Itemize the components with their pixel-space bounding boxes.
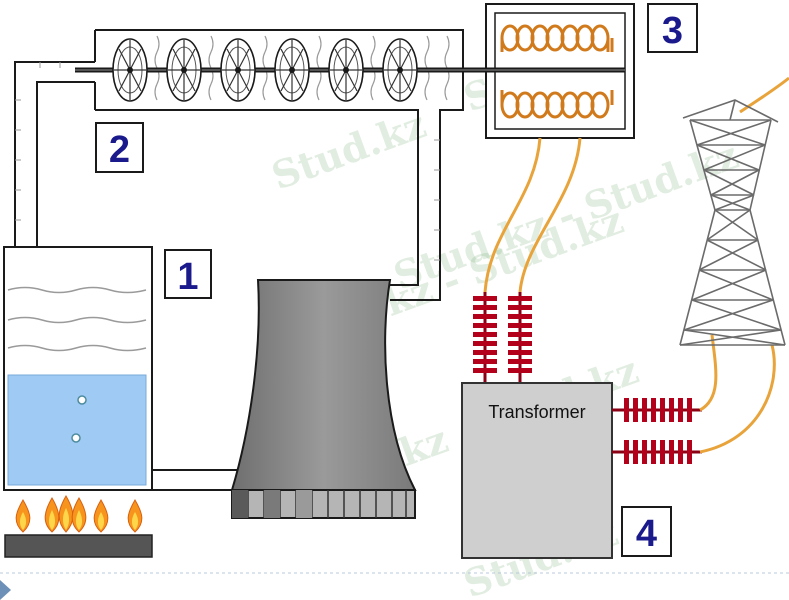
burner-base	[4, 534, 153, 558]
boiler	[3, 246, 153, 491]
generator-number-label: 3	[647, 3, 698, 53]
turbine-fan-icon	[112, 38, 148, 102]
transformer-label: Transformer	[488, 402, 585, 422]
transformer: Transformer	[461, 382, 613, 559]
transmission-tower	[679, 99, 786, 346]
turbine-fan-icon	[328, 38, 364, 102]
play-arrow-icon[interactable]	[0, 580, 11, 600]
turbine	[94, 29, 464, 301]
cooling-tower-base	[231, 489, 416, 519]
watermark-text: Stud.kz	[266, 101, 432, 198]
transmission-wires	[699, 76, 789, 454]
turbine-fan-icon	[166, 38, 202, 102]
generator-bottom-coil	[500, 90, 614, 119]
boiler-water	[7, 374, 147, 486]
insulator-icon	[612, 398, 702, 422]
transformer-number: 4	[636, 513, 657, 555]
steam-bubble	[77, 395, 87, 405]
turbine-fan-icon	[220, 38, 256, 102]
steam-bubble	[71, 433, 81, 443]
turbine-blades	[112, 38, 418, 102]
boiler-number: 1	[177, 256, 198, 298]
insulator-icon	[612, 440, 702, 464]
insulator-icon	[508, 292, 532, 384]
turbine-number: 2	[109, 129, 130, 171]
turbine-fan-icon	[382, 38, 418, 102]
return-pipe	[152, 469, 243, 491]
steam-pipe	[14, 61, 95, 247]
boiler-number-label: 1	[164, 249, 212, 299]
turbine-number-label: 2	[95, 122, 144, 173]
cooling-tower	[230, 279, 417, 519]
burner-flames	[4, 495, 153, 558]
transformer-top-insulators	[473, 292, 532, 384]
transformer-side-insulators	[612, 398, 702, 464]
generator-number: 3	[662, 10, 683, 52]
transformer-number-label: 4	[621, 506, 672, 557]
turbine-fan-icon	[274, 38, 310, 102]
generator-top-coil	[500, 24, 614, 52]
generator-output-wires	[483, 137, 582, 293]
insulator-icon	[473, 292, 497, 384]
